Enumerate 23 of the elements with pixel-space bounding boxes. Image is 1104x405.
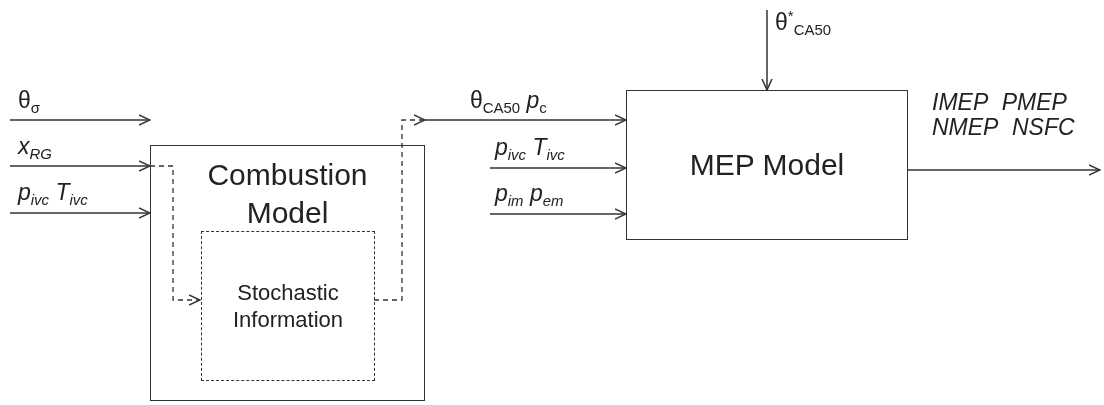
node-label: Combustion Model [206,157,369,231]
arrow [9,207,151,219]
arrow [9,160,151,172]
arrow [761,9,773,91]
arrow [489,208,627,220]
arrow [9,114,151,126]
edge-label: IMEP PMEP NMEP NSFC [932,90,1076,141]
node-label: MEP Model [689,147,845,184]
edge-label: p$_{ivc}$ T$_{ivc}$ [18,180,88,209]
dashed-box [201,231,375,381]
edge-label: x$_{RG}$ [18,134,52,163]
edge-label: θ$_{CA50}$ p$_{c}$ [470,88,547,117]
process-box [626,90,908,240]
node-label: Stochastic Information [231,278,345,334]
edge-label: θ$_{σ}$ [18,88,41,117]
process-box [150,145,425,401]
arrow [424,114,627,126]
dashed-arrow [149,165,201,306]
arrow [907,164,1101,176]
edge-label: p$_{ivc}$ T$_{ivc}$ [495,135,565,164]
arrow [489,162,627,174]
dashed-arrow [373,114,426,301]
edge-label: p$_{im}$ p$_{em}$ [495,181,564,210]
